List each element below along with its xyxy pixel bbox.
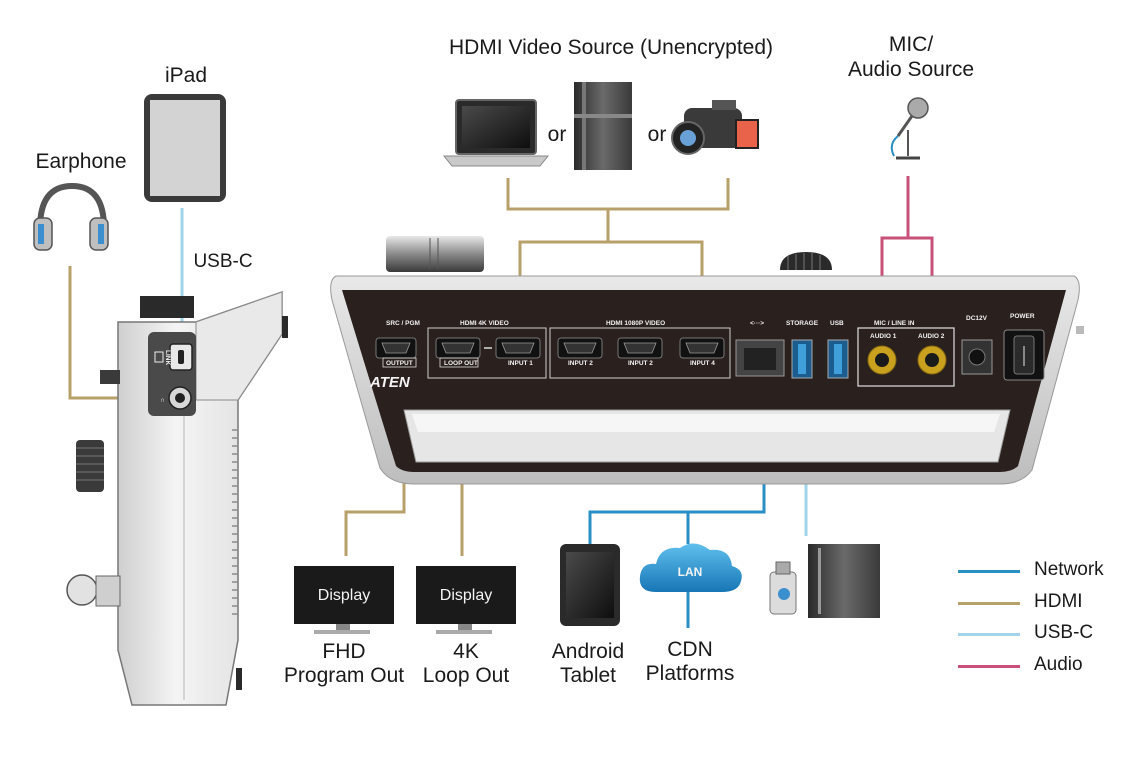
ipad-label: iPad bbox=[164, 64, 208, 87]
mic-source-label-2: Audio Source bbox=[847, 58, 975, 81]
legend-item-audio: Audio bbox=[958, 654, 1128, 676]
earphone-jack-icon: ∩ bbox=[160, 397, 165, 404]
output-label: OUTPUT bbox=[386, 360, 413, 367]
display-fhd-icon bbox=[294, 566, 394, 634]
power-label: POWER bbox=[1010, 313, 1035, 320]
usb-drive-icon bbox=[769, 561, 797, 615]
or-label-2: or bbox=[647, 123, 667, 146]
android-tablet-icon bbox=[560, 544, 620, 626]
lan-label: LAN bbox=[677, 565, 703, 579]
legend-swatch-usbc bbox=[958, 633, 1020, 636]
game-console-icon bbox=[574, 82, 632, 170]
usb-label: USB bbox=[830, 320, 844, 327]
legend-swatch-hdmi bbox=[958, 602, 1020, 605]
camcorder-icon bbox=[671, 100, 759, 155]
mic-source-label-1: MIC/ bbox=[888, 33, 934, 56]
earphone-label: Earphone bbox=[35, 150, 127, 173]
display-4k-icon bbox=[416, 566, 516, 634]
input1-label: INPUT 1 bbox=[508, 360, 533, 367]
side-view-device: LINK ∩ bbox=[66, 290, 288, 706]
cdn-label-1: CDN bbox=[667, 638, 713, 661]
microphone-icon bbox=[890, 97, 929, 160]
display-fhd-screen-label: Display bbox=[317, 587, 371, 604]
laptop-icon bbox=[442, 99, 550, 167]
mic-line-label: MIC / LINE IN bbox=[874, 320, 915, 327]
dc12v-label: DC12V bbox=[966, 315, 988, 322]
audio2-label: AUDIO 2 bbox=[918, 333, 945, 340]
or-label-1: or bbox=[547, 123, 567, 146]
input2b-label: INPUT 2 bbox=[628, 360, 653, 367]
main-device: SRC / PGM OUTPUT ATEN HDMI 4K VIDEO LOOP… bbox=[330, 236, 1084, 485]
loop-label-2: Loop Out bbox=[422, 664, 510, 687]
legend-label-network: Network bbox=[1034, 559, 1104, 580]
fhd-label-1: FHD bbox=[322, 640, 366, 663]
hdmi-source-label: HDMI Video Source (Unencrypted) bbox=[448, 36, 774, 59]
legend-label-hdmi: HDMI bbox=[1034, 591, 1083, 612]
legend-item-network: Network bbox=[958, 559, 1128, 581]
headphone-icon bbox=[33, 182, 109, 251]
legend-swatch-network bbox=[958, 570, 1020, 573]
legend-label-usbc: USB-C bbox=[1034, 622, 1094, 643]
loop-label-1: 4K bbox=[453, 640, 479, 663]
hdmi1080-label: HDMI 1080P VIDEO bbox=[606, 320, 665, 327]
input2a-label: INPUT 2 bbox=[568, 360, 593, 367]
lan-cloud-icon bbox=[639, 543, 742, 592]
legend-label-audio: Audio bbox=[1034, 654, 1083, 675]
legend-item-usbc: USB-C bbox=[958, 622, 1128, 644]
audio1-label: AUDIO 1 bbox=[870, 333, 897, 340]
cdn-label-2: Platforms bbox=[645, 662, 735, 685]
legend-item-hdmi: HDMI bbox=[958, 591, 1128, 613]
link-label: LINK bbox=[164, 350, 171, 365]
network-port-label: <···> bbox=[750, 320, 764, 327]
legend-swatch-audio bbox=[958, 665, 1020, 668]
aten-logo: ATEN bbox=[369, 374, 411, 391]
storage-label: STORAGE bbox=[786, 320, 819, 327]
fhd-label-2: Program Out bbox=[283, 664, 405, 687]
input4-label: INPUT 4 bbox=[690, 360, 715, 367]
storage-tower-icon bbox=[808, 544, 880, 618]
display-4k-screen-label: Display bbox=[439, 587, 493, 604]
android-label-2: Tablet bbox=[559, 664, 617, 687]
usbc-label: USB-C bbox=[193, 251, 253, 272]
loop-out-label: LOOP OUT bbox=[444, 360, 478, 367]
src-pgm-label: SRC / PGM bbox=[386, 320, 420, 327]
ipad-icon bbox=[144, 94, 226, 202]
android-label-1: Android bbox=[551, 640, 625, 663]
hdmi4k-label: HDMI 4K VIDEO bbox=[460, 320, 509, 327]
